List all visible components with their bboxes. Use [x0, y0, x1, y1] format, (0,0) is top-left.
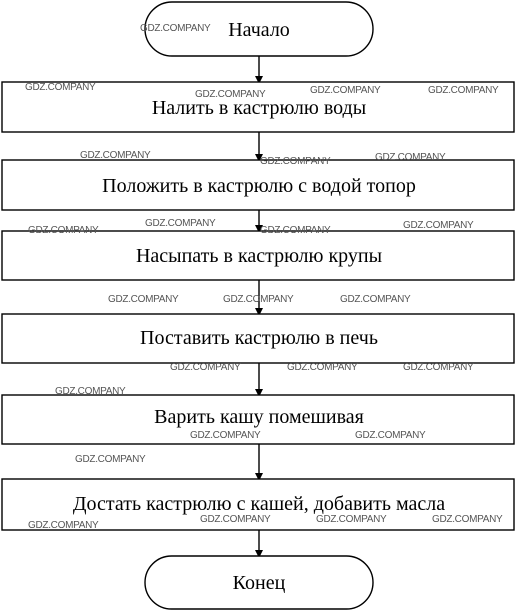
process-step-5: Варить кашу помешивая — [1, 394, 515, 445]
watermark: GDZ.COMPANY — [140, 23, 211, 34]
watermark: GDZ.COMPANY — [25, 82, 96, 93]
process-step-1: Налить в кастрюлю воды — [1, 81, 515, 133]
process-box-3 — [1, 230, 515, 281]
watermark: GDZ.COMPANY — [75, 454, 146, 465]
watermark: GDZ.COMPANY — [223, 294, 294, 305]
watermark: GDZ.COMPANY — [260, 225, 331, 236]
watermark: GDZ.COMPANY — [195, 89, 266, 100]
process-box-6 — [1, 478, 515, 531]
start-terminator: Начало — [144, 1, 374, 57]
watermark: GDZ.COMPANY — [428, 85, 499, 96]
process-box-1 — [1, 81, 515, 133]
process-box-4 — [1, 313, 515, 364]
watermark: GDZ.COMPANY — [340, 294, 411, 305]
watermark: GDZ.COMPANY — [145, 218, 216, 229]
watermark: GDZ.COMPANY — [432, 514, 503, 525]
process-label-3: Насыпать в кастрюлю крупы — [136, 245, 382, 267]
watermark: GDZ.COMPANY — [316, 514, 387, 525]
process-step-4: Поставить кастрюлю в печь — [1, 313, 515, 364]
watermark: GDZ.COMPANY — [170, 362, 241, 373]
watermark: GDZ.COMPANY — [310, 85, 381, 96]
watermark: GDZ.COMPANY — [108, 294, 179, 305]
watermark: GDZ.COMPANY — [287, 362, 358, 373]
process-label-2: Положить в кастрюлю с водой топор — [102, 175, 416, 197]
end-label: Конец — [233, 572, 286, 594]
end-shape — [144, 555, 374, 610]
watermark: GDZ.COMPANY — [260, 156, 331, 167]
process-step-6: Достать кастрюлю с кашей, добавить масла — [1, 478, 515, 531]
process-label-5: Варить кашу помешивая — [154, 406, 364, 428]
watermark: GDZ.COMPANY — [28, 520, 99, 531]
watermark: GDZ.COMPANY — [28, 225, 99, 236]
end-terminator: Конец — [144, 555, 374, 610]
process-step-3: Насыпать в кастрюлю крупы — [1, 230, 515, 281]
watermark: GDZ.COMPANY — [403, 220, 474, 231]
start-shape — [144, 1, 374, 57]
watermark-layer: GDZ.COMPANY GDZ.COMPANY GDZ.COMPANY GDZ.… — [25, 23, 503, 531]
watermark: GDZ.COMPANY — [375, 152, 446, 163]
process-step-2: Положить в кастрюлю с водой топор — [1, 159, 515, 211]
process-box-2 — [1, 159, 515, 211]
process-label-1: Налить в кастрюлю воды — [152, 97, 366, 119]
start-label: Начало — [228, 19, 290, 41]
watermark: GDZ.COMPANY — [190, 430, 261, 441]
process-label-4: Поставить кастрюлю в печь — [140, 327, 378, 349]
watermark: GDZ.COMPANY — [355, 430, 426, 441]
process-label-6: Достать кастрюлю с кашей, добавить масла — [73, 493, 445, 515]
watermark: GDZ.COMPANY — [403, 362, 474, 373]
watermark: GDZ.COMPANY — [80, 150, 151, 161]
watermark: GDZ.COMPANY — [200, 514, 271, 525]
watermark: GDZ.COMPANY — [55, 386, 126, 397]
process-box-5 — [1, 394, 515, 445]
